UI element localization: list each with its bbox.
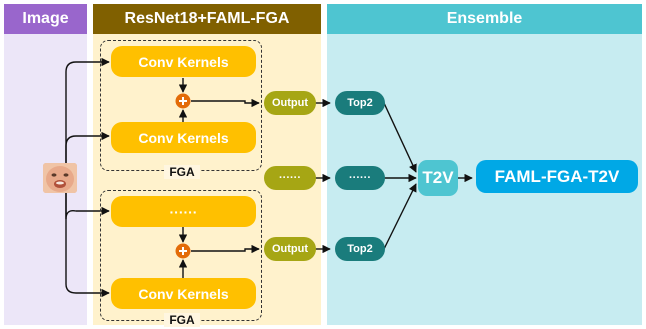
plus-circle-icon xyxy=(175,243,191,259)
output-label: Output xyxy=(271,243,309,255)
fga-label-1: FGA xyxy=(164,165,200,179)
plus-circle-icon xyxy=(175,93,191,109)
top2-pill-3: Top2 xyxy=(335,237,385,261)
model-header: ResNet18+FAML-FGA xyxy=(93,4,321,34)
model-header-label: ResNet18+FAML-FGA xyxy=(124,10,290,27)
output-label: ······ xyxy=(279,172,301,184)
top2-label: ······ xyxy=(349,172,371,184)
conv-kernels-label: Conv Kernels xyxy=(138,129,229,146)
conv-kernels-box: Conv Kernels xyxy=(111,46,256,77)
output-pill-1: Output xyxy=(264,91,316,115)
ensemble-header-label: Ensemble xyxy=(446,10,523,27)
arrow-image-to-conv-2 xyxy=(65,131,110,167)
output-label: Output xyxy=(271,97,309,109)
image-header-label: Image xyxy=(22,10,69,27)
t2v-box: T2V xyxy=(418,160,458,196)
top2-pill-1: Top2 xyxy=(335,91,385,115)
conv-kernels-box: Conv Kernels xyxy=(111,122,256,153)
conv-kernels-label: Conv Kernels xyxy=(138,285,229,302)
fga-label-2: FGA xyxy=(164,313,200,327)
face-icon xyxy=(43,163,77,193)
conv-kernels-box: Conv Kernels xyxy=(111,278,256,309)
t2v-label: T2V xyxy=(422,168,454,187)
top2-pill-2: ······ xyxy=(335,166,385,190)
arrow-image-to-conv-1 xyxy=(65,57,110,167)
ellipsis-label: ······ xyxy=(169,203,198,220)
top2-label: Top2 xyxy=(347,97,373,109)
output-pill-2: ······ xyxy=(264,166,316,190)
baby-face-image xyxy=(43,163,77,193)
output-pill-3: Output xyxy=(264,237,316,261)
image-header: Image xyxy=(4,4,87,34)
result-label: FAML-FGA-T2V xyxy=(494,166,620,186)
ensemble-header: Ensemble xyxy=(327,4,642,34)
arrow-image-to-conv-3 xyxy=(65,190,110,298)
top2-label: Top2 xyxy=(347,243,373,255)
conv-kernels-label: Conv Kernels xyxy=(138,53,229,70)
result-box: FAML-FGA-T2V xyxy=(476,160,638,193)
ellipsis-box: ······ xyxy=(111,196,256,227)
